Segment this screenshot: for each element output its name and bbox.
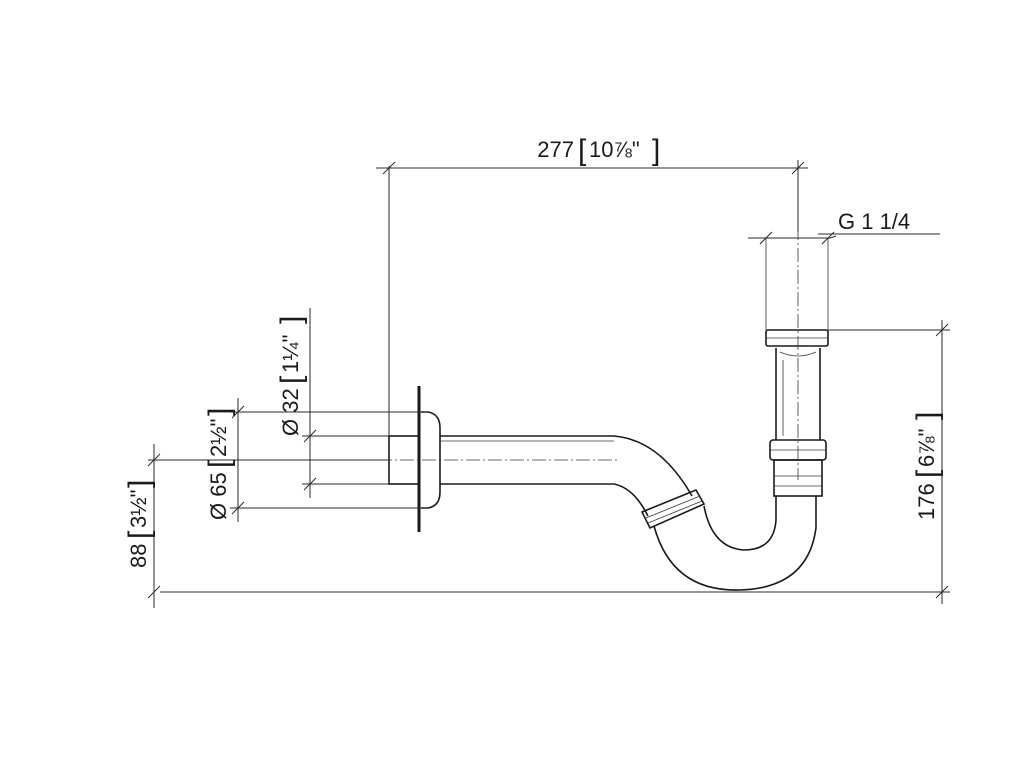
- dim-176-inch: 6⅞": [914, 429, 939, 467]
- dim-flange-diameter: Ø 65 [ 2½" ]: [203, 398, 428, 522]
- dim-88-inch: 3½": [126, 490, 151, 528]
- dim-277-bracket-close: ]: [652, 134, 660, 167]
- dim-overall-width: 277 [ 10⅞" ]: [376, 134, 808, 436]
- dim-thread: G 1 1/4: [748, 209, 940, 245]
- dim-32-value: Ø 32: [278, 388, 303, 436]
- elbow-outer: [613, 435, 693, 497]
- riser-detail: [779, 351, 817, 357]
- dim-176-bracket-open: [: [911, 469, 944, 478]
- dim-277-inch: 10⅞": [589, 137, 640, 162]
- dim-32-bracket-close: ]: [275, 316, 308, 324]
- dim-65-value: Ø 65: [206, 472, 231, 520]
- u-bend-outer: [653, 496, 817, 591]
- u-bend-inner: [703, 496, 777, 551]
- upper-union-nut: [765, 329, 829, 347]
- dim-65-inch: 2½": [206, 419, 231, 457]
- dim-176-bracket-close: ]: [911, 412, 944, 420]
- dim-88-value: 88: [126, 544, 151, 568]
- dim-65-bracket-open: [: [203, 459, 236, 468]
- dim-176-value: 176: [914, 483, 939, 520]
- dim-65-bracket-close: ]: [203, 408, 236, 416]
- elbow-union-nut: [640, 488, 706, 530]
- elbow-inner: [613, 483, 649, 517]
- dim-277-bracket-open: [: [578, 134, 587, 167]
- dim-thread-label: G 1 1/4: [838, 209, 910, 234]
- dim-pipe-diameter: Ø 32 [ 1¼" ]: [275, 308, 389, 498]
- dim-32-inch: 1¼": [278, 335, 303, 373]
- dim-inlet-height: 88 [ 3½" ]: [123, 444, 389, 608]
- dim-277-value: 277: [537, 137, 574, 162]
- dim-88-bracket-close: ]: [123, 480, 156, 488]
- dim-32-bracket-open: [: [275, 375, 308, 384]
- dim-88-bracket-open: [: [123, 530, 156, 539]
- dim-total-height: 176 [ 6⅞" ]: [160, 320, 950, 604]
- siphon-body: [290, 226, 829, 591]
